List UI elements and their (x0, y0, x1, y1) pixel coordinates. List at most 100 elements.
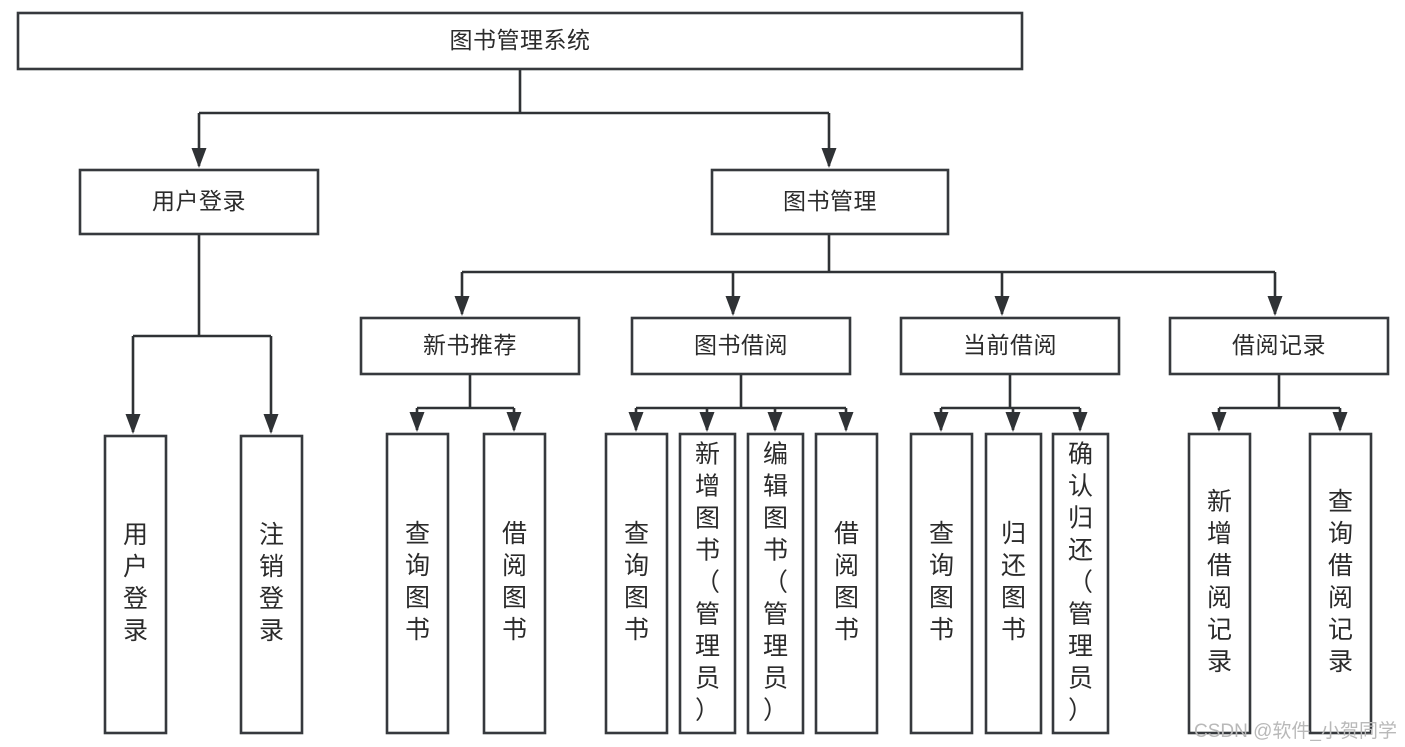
node-level2-1-box[interactable] (710, 168, 950, 236)
node-leaf-5-box[interactable] (678, 432, 737, 735)
node-level3-0[interactable]: 新书推荐 (359, 316, 581, 376)
group-2-drop-0-arrow-icon (933, 412, 949, 432)
node-leaf-1-box[interactable] (239, 434, 304, 735)
node-level3-3-box[interactable] (1168, 316, 1390, 376)
node-level3-3-label: 借阅记录 (1232, 332, 1326, 358)
node-leaf-11-label-char: 增 (1207, 520, 1232, 548)
node-leaf-11-label-char: 借 (1207, 552, 1232, 580)
node-leaf-12-label-char: 阅 (1328, 584, 1353, 612)
node-leaf-3-label-char: 图 (502, 584, 527, 612)
node-leaf-4-label-char: 书 (624, 616, 649, 644)
node-leaf-10-box[interactable] (1051, 432, 1110, 735)
node-leaf-0-label-char: 登 (123, 585, 148, 613)
node-leaf-5-label-char: 新 (695, 441, 720, 469)
node-root-book-management-system[interactable]: 图书管理系统 (16, 11, 1024, 71)
node-level2-0-label: 用户登录 (152, 188, 246, 214)
group-0-drop-0-arrow-icon (409, 412, 425, 432)
node-root-book-management-system-box[interactable] (16, 11, 1024, 71)
node-leaf-6-label-char: 图 (763, 505, 788, 533)
node-leaf-5-label-char: 增 (695, 473, 720, 501)
node-leaf-0-label-char: 录 (123, 617, 148, 645)
login-drop-1-arrow-icon (263, 414, 279, 434)
node-leaf-0-box[interactable] (103, 434, 168, 735)
group-1-drop-0-arrow-icon (628, 412, 644, 432)
node-leaf-7-label-char: 书 (834, 616, 859, 644)
node-leaf-12-label-char: 查 (1328, 488, 1353, 516)
node-leaf-6-label-char: 员 (763, 665, 788, 693)
group-3-drop-1-arrow-icon (1332, 412, 1348, 432)
node-leaf-5-label-char: 图 (695, 505, 720, 533)
manage-drop-0-arrow-icon (454, 296, 470, 316)
node-leaf-9-label-char: 归 (1001, 520, 1026, 548)
node-leaf-12-box[interactable] (1308, 432, 1373, 735)
node-leaf-10-label-char: 还 (1068, 537, 1093, 565)
node-leaf-7-box[interactable] (814, 432, 879, 735)
group-1-drop-3-arrow-icon (838, 412, 854, 432)
node-leaf-5-label-char: 管 (695, 601, 720, 629)
node-leaf-4-label-char: 图 (624, 584, 649, 612)
login-drop-0-arrow-icon (125, 414, 141, 434)
node-leaf-10-label-char: 管 (1068, 601, 1093, 629)
node-leaf-5-label-char: ） (695, 697, 720, 725)
node-leaf-7-label-char: 阅 (834, 552, 859, 580)
node-leaf-9-box[interactable] (984, 432, 1043, 735)
node-leaf-8-label-char: 书 (929, 616, 954, 644)
node-leaf-11-box[interactable] (1187, 432, 1252, 735)
node-leaf-8-box[interactable] (909, 432, 974, 735)
node-level3-0-box[interactable] (359, 316, 581, 376)
node-leaf-7-label-char: 借 (834, 520, 859, 548)
node-leaf-6-box[interactable] (746, 432, 805, 735)
node-leaf-11-label-char: 阅 (1207, 584, 1232, 612)
node-level3-3[interactable]: 借阅记录 (1168, 316, 1390, 376)
manage-drop-2-arrow-icon (994, 296, 1010, 316)
group-1-drop-2-arrow-icon (767, 412, 783, 432)
node-leaf-6-label-char: 管 (763, 601, 788, 629)
node-leaf-3-label-char: 借 (502, 520, 527, 548)
node-leaf-1-label-char: 录 (259, 617, 284, 645)
node-level3-2-box[interactable] (899, 316, 1121, 376)
node-leaf-12-label-char: 录 (1328, 648, 1353, 676)
node-leaf-4-box[interactable] (604, 432, 669, 735)
node-leaf-10-label-char: 员 (1068, 665, 1093, 693)
node-level2-1[interactable]: 图书管理 (710, 168, 950, 236)
node-level3-1-label: 图书借阅 (694, 332, 788, 358)
root-drop-0-arrow-icon (191, 148, 207, 168)
node-leaf-11-label-char: 录 (1207, 648, 1232, 676)
node-level3-2[interactable]: 当前借阅 (899, 316, 1121, 376)
node-leaf-9-label-char: 书 (1001, 616, 1026, 644)
node-leaf-10-label-char: 归 (1068, 505, 1093, 533)
node-leaf-8-label-char: 询 (929, 552, 954, 580)
group-1-drop-1-arrow-icon (699, 412, 715, 432)
manage-drop-3-arrow-icon (1267, 296, 1283, 316)
node-leaf-1-label-char: 注 (259, 521, 284, 549)
node-leaf-2-box[interactable] (385, 432, 450, 735)
node-level2-0[interactable]: 用户登录 (78, 168, 320, 236)
node-level3-1-box[interactable] (630, 316, 852, 376)
node-leaf-10-label-char: 确 (1068, 441, 1093, 469)
node-leaf-5-label-char: 员 (695, 665, 720, 693)
node-level3-1[interactable]: 图书借阅 (630, 316, 852, 376)
node-leaf-6-label-char: 理 (763, 633, 788, 661)
node-leaf-3-box[interactable] (482, 432, 547, 735)
node-leaf-2-label-char: 图 (405, 584, 430, 612)
node-leaf-8-label-char: 图 (929, 584, 954, 612)
node-level2-0-box[interactable] (78, 168, 320, 236)
node-leaf-5-label-char: 理 (695, 633, 720, 661)
node-leaf-0[interactable]: 用户登录 (103, 434, 168, 735)
node-leaf-9-label-char: 图 (1001, 584, 1026, 612)
group-0-drop-1-arrow-icon (506, 412, 522, 432)
node-leaf-1-label-char: 登 (259, 585, 284, 613)
